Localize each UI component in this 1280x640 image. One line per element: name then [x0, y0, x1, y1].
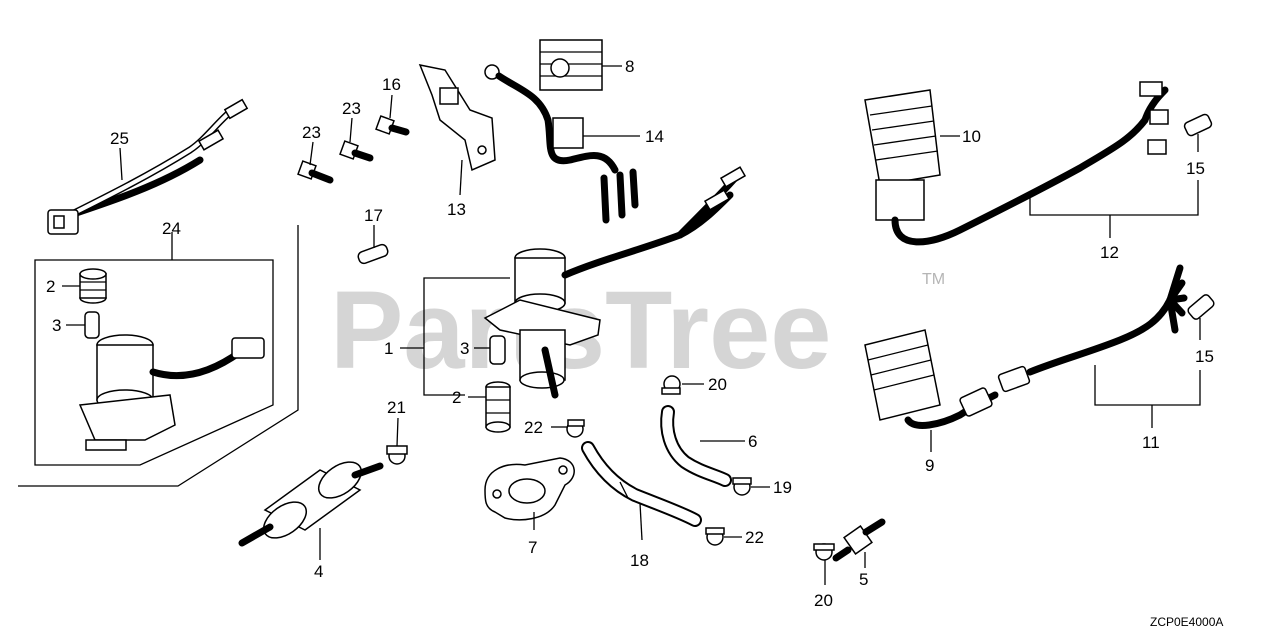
part-16-bolt-drawing	[375, 115, 410, 136]
callout-9: 9	[925, 456, 934, 475]
part-3-center-filter-drawing	[489, 335, 506, 365]
part-6-hose-drawing	[660, 405, 732, 487]
part-5-fitting-drawing	[832, 518, 886, 562]
leader-13	[459, 159, 463, 196]
callout-1: 1	[384, 339, 393, 358]
leader-23a	[309, 141, 314, 166]
callout-3a: 3	[52, 316, 61, 335]
part-23-bolt-drawing	[297, 140, 374, 184]
callout-21: 21	[387, 398, 406, 417]
callout-13: 13	[447, 200, 466, 219]
part-1-pump-drawing	[483, 166, 747, 399]
part-4-filter-drawing	[238, 461, 384, 547]
part-7-gasket-drawing	[484, 457, 575, 521]
diagram-code: ZCP0E4000A	[1150, 615, 1223, 629]
callout-24: 24	[162, 219, 181, 238]
callout-19: 19	[773, 478, 792, 497]
callout-14: 14	[645, 127, 664, 146]
callout-12: 12	[1100, 243, 1119, 262]
part-19-clamp-drawing	[732, 477, 752, 496]
watermark-trademark: TM	[922, 271, 945, 288]
part-2-center-spring-drawing	[485, 381, 511, 433]
callout-5: 5	[859, 570, 868, 589]
part-15-sleeve-bottom-drawing	[1187, 294, 1215, 320]
leader-25	[119, 147, 123, 181]
callout-4: 4	[314, 562, 323, 581]
part-3-filter-drawing	[84, 311, 100, 339]
leader-11-bracket	[1094, 365, 1201, 406]
part-18-hose-drawing	[581, 441, 702, 527]
part-22-clamp-top-drawing	[566, 419, 585, 438]
callout-22a: 22	[524, 418, 543, 437]
part-25-harness-drawing	[47, 98, 249, 235]
part-8-heatsink-drawing	[539, 39, 603, 91]
part-15-sleeve-top-drawing	[1183, 113, 1213, 137]
part-20-clamp-bottom-drawing	[813, 543, 835, 561]
callout-25: 25	[110, 129, 129, 148]
part-11-harness-drawing	[997, 264, 1188, 393]
callout-15b: 15	[1195, 347, 1214, 366]
leader-18	[639, 502, 643, 541]
part-10-regulator-drawing	[864, 81, 1169, 246]
part-24-box	[18, 225, 299, 487]
callout-2b: 2	[452, 388, 461, 407]
leader-21	[396, 417, 399, 447]
callout-6: 6	[748, 432, 757, 451]
leader-12-bracket	[1029, 180, 1199, 216]
callout-15a: 15	[1186, 159, 1205, 178]
callout-23b: 23	[342, 99, 361, 118]
callout-23a: 23	[302, 123, 321, 142]
callout-18: 18	[630, 551, 649, 570]
callout-20b: 20	[814, 591, 833, 610]
callout-20a: 20	[708, 375, 727, 394]
callout-2a: 2	[46, 277, 55, 296]
part-22-clamp-bottom-drawing	[705, 527, 725, 546]
part-13-bracket-drawing	[418, 63, 496, 172]
callout-3b: 3	[460, 339, 469, 358]
callout-7: 7	[528, 538, 537, 557]
leader-16	[389, 94, 393, 119]
callout-10: 10	[962, 127, 981, 146]
callout-11: 11	[1142, 433, 1160, 452]
part-9-regulator-drawing	[864, 329, 999, 429]
part-2-spring-drawing	[79, 268, 107, 304]
part-21-clamp-drawing	[386, 445, 408, 465]
part-20-clamp-top-drawing	[661, 375, 681, 395]
callout-16: 16	[382, 75, 401, 94]
part-24-pump-drawing	[78, 334, 265, 451]
callout-22b: 22	[745, 528, 764, 547]
leader-23b	[349, 117, 353, 143]
part-17-pin-drawing	[357, 243, 389, 265]
callout-17: 17	[364, 206, 383, 225]
callout-8: 8	[625, 57, 634, 76]
part-14-harness-drawing	[484, 64, 639, 224]
leader-1-bracket	[423, 277, 510, 396]
